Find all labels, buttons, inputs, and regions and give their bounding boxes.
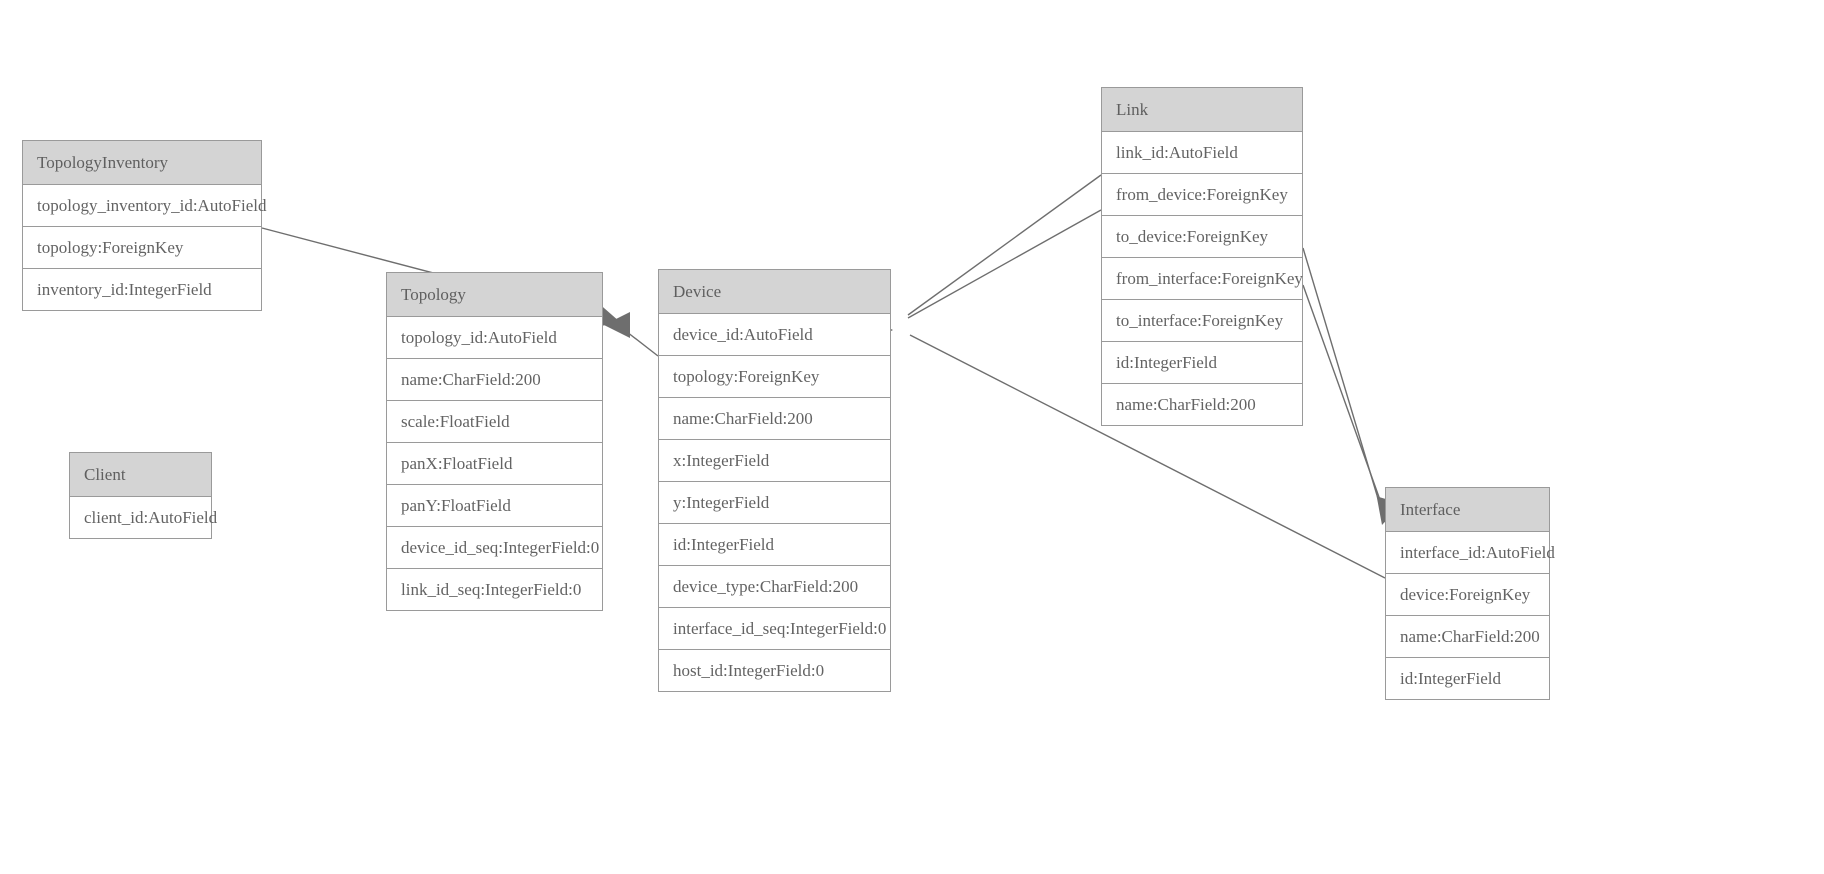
entity-header-link: Link bbox=[1102, 88, 1302, 132]
entity-field: device_type:CharField:200 bbox=[659, 566, 890, 608]
entity-field: topology:ForeignKey bbox=[23, 227, 261, 269]
entity-field: topology_id:AutoField bbox=[387, 317, 602, 359]
entity-field: interface_id_seq:IntegerField:0 bbox=[659, 608, 890, 650]
relationship-edge-device-topology bbox=[617, 324, 659, 357]
entity-header-client: Client bbox=[70, 453, 211, 497]
entity-field: device:ForeignKey bbox=[1386, 574, 1549, 616]
entity-field: topology:ForeignKey bbox=[659, 356, 890, 398]
entity-field: name:CharField:200 bbox=[1386, 616, 1549, 658]
entity-field: x:IntegerField bbox=[659, 440, 890, 482]
entity-field: id:IntegerField bbox=[659, 524, 890, 566]
entity-field: to_interface:ForeignKey bbox=[1102, 300, 1302, 342]
relationship-edge-link-from_interface-interface bbox=[1302, 247, 1386, 523]
entity-field: panY:FloatField bbox=[387, 485, 602, 527]
entity-field: name:CharField:200 bbox=[659, 398, 890, 440]
entity-field: from_device:ForeignKey bbox=[1102, 174, 1302, 216]
entity-field: to_device:ForeignKey bbox=[1102, 216, 1302, 258]
entity-field: id:IntegerField bbox=[1386, 658, 1549, 700]
entity-field: device_id:AutoField bbox=[659, 314, 890, 356]
entity-field: id:IntegerField bbox=[1102, 342, 1302, 384]
entity-field: panX:FloatField bbox=[387, 443, 602, 485]
entity-header-topology_inventory: TopologyInventory bbox=[23, 141, 261, 185]
entity-field: scale:FloatField bbox=[387, 401, 602, 443]
relationship-edge-link-from_device-device bbox=[907, 174, 1102, 316]
entity-field: link_id_seq:IntegerField:0 bbox=[387, 569, 602, 611]
entity-header-interface: Interface bbox=[1386, 488, 1549, 532]
relationship-edge-link-to_interface-interface bbox=[1302, 284, 1390, 526]
entity-header-device: Device bbox=[659, 270, 890, 314]
entity-field: host_id:IntegerField:0 bbox=[659, 650, 890, 692]
entity-field: topology_inventory_id:AutoField bbox=[23, 185, 267, 227]
entity-field: interface_id:AutoField bbox=[1386, 532, 1555, 574]
entity-field: device_id_seq:IntegerField:0 bbox=[387, 527, 602, 569]
entity-field: link_id:AutoField bbox=[1102, 132, 1302, 174]
entity-field: name:CharField:200 bbox=[387, 359, 602, 401]
entity-field: from_interface:ForeignKey bbox=[1102, 258, 1303, 300]
relationship-arrowhead bbox=[604, 312, 630, 338]
entity-field: inventory_id:IntegerField bbox=[23, 269, 261, 311]
entity-field: y:IntegerField bbox=[659, 482, 890, 524]
relationship-edge-link-to_device-device bbox=[907, 209, 1102, 319]
entity-field: client_id:AutoField bbox=[70, 497, 217, 539]
entity-header-topology: Topology bbox=[387, 273, 602, 317]
entity-field: name:CharField:200 bbox=[1102, 384, 1302, 426]
